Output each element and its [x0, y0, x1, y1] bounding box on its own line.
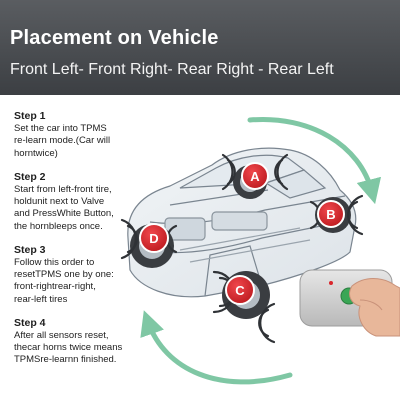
tire-badge-b: B: [317, 200, 345, 228]
step-text: Start from left-front tire, holdunit nex…: [14, 184, 114, 232]
step-3: Step 3 Follow this order to resetTPMS on…: [14, 244, 150, 306]
step-title: Step 3: [14, 243, 46, 256]
steps-list: Step 1 Set the car into TPMS re-learn mo…: [14, 110, 150, 378]
step-title: Step 1: [14, 110, 46, 122]
step-title: Step 4: [14, 316, 46, 329]
tire-badge-d: D: [139, 223, 169, 253]
step-text: Follow this order to resetTPMS one by on…: [14, 257, 114, 305]
page-title: Placement on Vehicle: [10, 27, 219, 49]
circular-arrow-icon-top: [247, 116, 382, 205]
header-banner: Placement on Vehicle Front Left- Front R…: [0, 0, 400, 95]
hand-illustration: [349, 278, 400, 337]
step-text: Set the car into TPMS re-learn mode.(Car…: [14, 123, 111, 159]
tire-badge-c: C: [225, 275, 255, 305]
step-4: Step 4 After all sensors reset, thecar h…: [14, 317, 150, 367]
step-title: Step 2: [14, 170, 46, 183]
tire-badge-a-label: A: [250, 169, 260, 184]
circular-arrow-icon-bottom: [140, 310, 293, 385]
tire-badge-a: A: [241, 162, 269, 190]
step-1: Step 1 Set the car into TPMS re-learn mo…: [14, 110, 150, 160]
tire-badge-d-label: D: [149, 231, 158, 246]
page-subtitle: Front Left- Front Right- Rear Right - Re…: [10, 61, 334, 78]
tire-badge-b-label: B: [326, 207, 335, 222]
sound-wave-icon: [120, 153, 364, 344]
tire-badge-c-label: C: [235, 283, 245, 298]
step-2: Step 2 Start from left-front tire, holdu…: [14, 171, 150, 233]
step-text: After all sensors reset, thecar horns tw…: [14, 330, 123, 366]
